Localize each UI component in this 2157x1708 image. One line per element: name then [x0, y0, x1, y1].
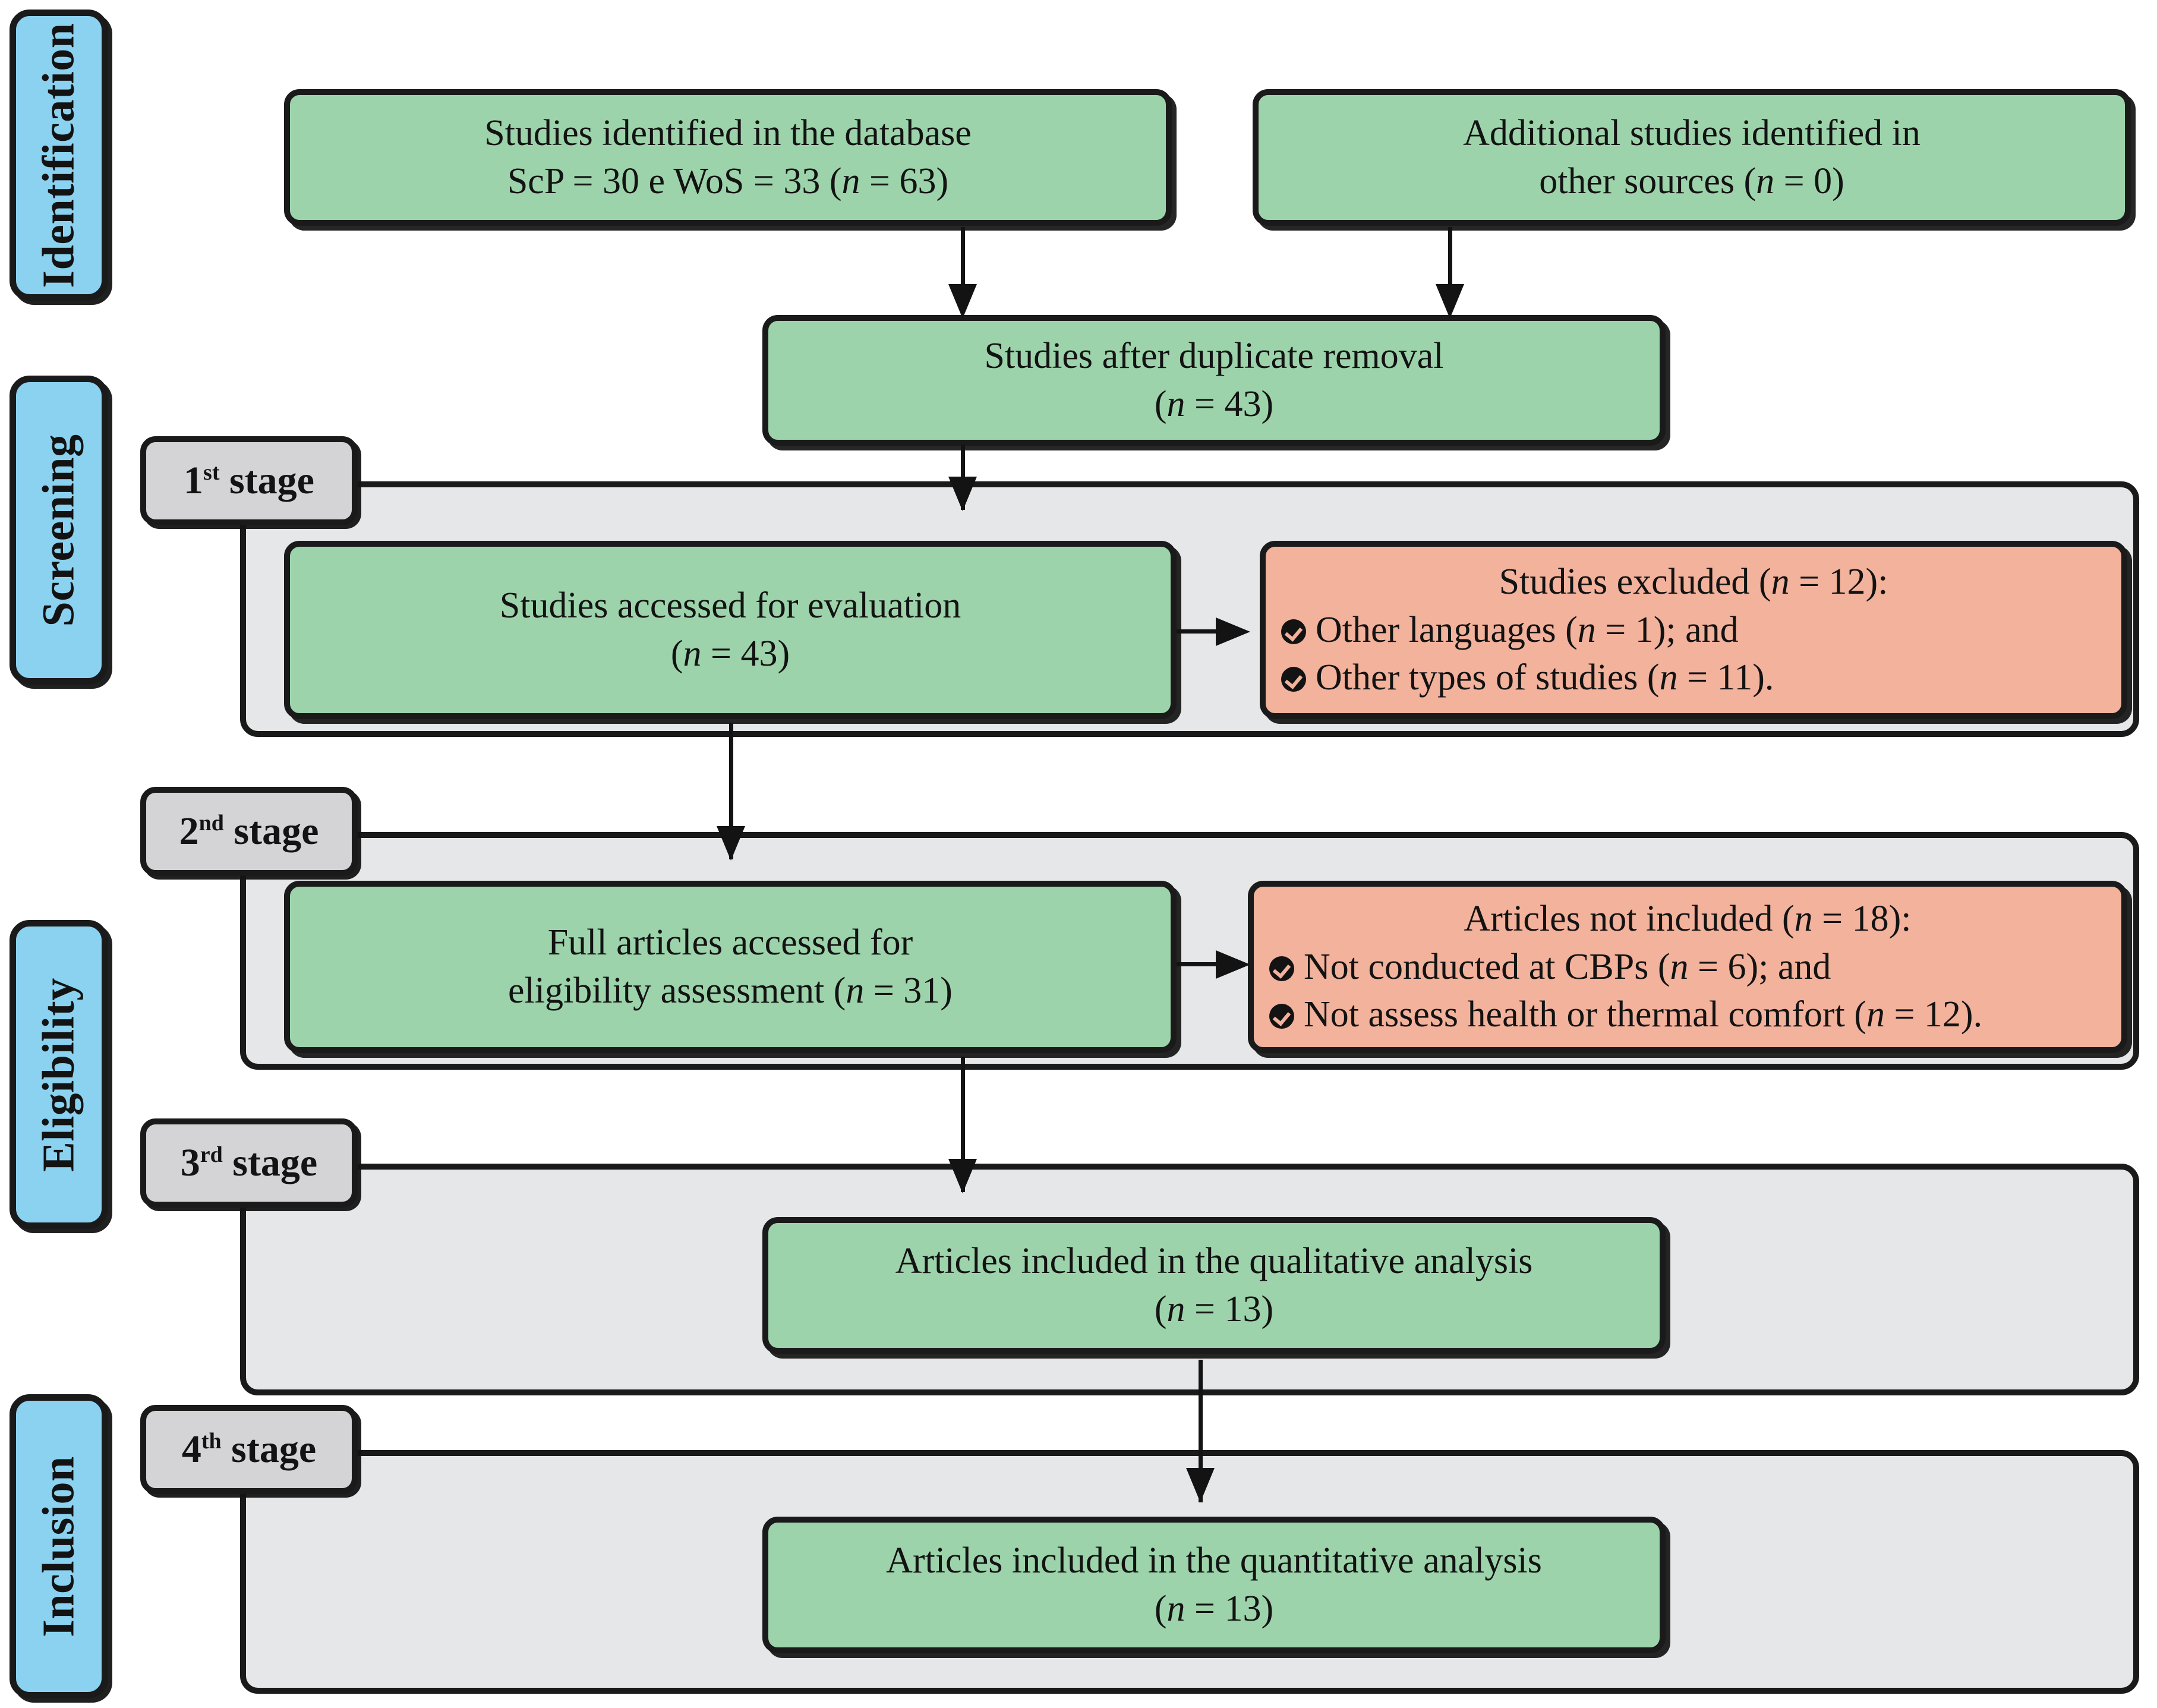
stage-pill-4-label: 4th stage	[181, 1427, 317, 1471]
connector-line-full-to-notincluded	[1177, 962, 1224, 966]
node-excluded-item-2: Other types of studies (n = 11).	[1281, 654, 2106, 702]
arrow-db-to-dedup	[948, 284, 977, 319]
phase-label-identification-text: Identification	[33, 22, 84, 288]
check-circle-icon	[1269, 956, 1294, 981]
phase-label-identification: Identification	[10, 10, 108, 301]
connector-line-eval-to-full	[729, 723, 733, 859]
connector-line-db-to-dedup	[961, 227, 965, 292]
node-qual-line-2: (n = 13)	[1154, 1289, 1274, 1329]
node-dedup-line-1: Studies after duplicate removal	[984, 336, 1444, 377]
stage-pill-3-label: 3rd stage	[180, 1141, 318, 1184]
connector-line-eval-to-excluded	[1177, 629, 1224, 634]
phase-label-screening: Screening	[10, 376, 108, 685]
arrow-eval-to-excluded	[1216, 617, 1250, 646]
phase-label-screening-text: Screening	[33, 434, 84, 626]
arrow-dedup-to-eval	[948, 477, 977, 511]
phase-label-eligibility-text: Eligibility	[33, 977, 84, 1172]
stage-pill-1[interactable]: 1st stage	[140, 436, 358, 525]
node-quant-line-1: Articles included in the quantitative an…	[886, 1540, 1542, 1581]
stage-pill-3[interactable]: 3rd stage	[140, 1118, 358, 1208]
node-studies-accessed-evaluation: Studies accessed for evaluation (n = 43)	[284, 541, 1177, 719]
arrow-full-to-qual	[948, 1159, 977, 1193]
node-eval-line-1: Studies accessed for evaluation	[499, 585, 961, 626]
node-db-line-2: ScP = 30 e WoS = 33 (n = 63)	[507, 161, 949, 201]
stage-pill-2-label: 2nd stage	[179, 809, 319, 853]
arrow-full-to-notincluded	[1216, 950, 1250, 979]
phase-label-eligibility: Eligibility	[10, 920, 108, 1229]
stage-pill-1-label: 1st stage	[184, 459, 314, 502]
connector-line-other-to-dedup	[1448, 227, 1452, 292]
check-circle-icon	[1281, 667, 1306, 692]
phase-label-inclusion-text: Inclusion	[33, 1455, 84, 1637]
node-studies-excluded: Studies excluded (n = 12): Other languag…	[1260, 541, 2127, 719]
node-notincluded-item-1: Not conducted at CBPs (n = 6); and	[1269, 943, 2106, 991]
node-full-line-2: eligibility assessment (n = 31)	[508, 970, 953, 1011]
stage-pill-2[interactable]: 2nd stage	[140, 787, 358, 876]
check-circle-icon	[1281, 619, 1306, 644]
node-dedup-line-2: (n = 43)	[1154, 384, 1274, 424]
node-articles-not-included: Articles not included (n = 18): Not cond…	[1248, 881, 2127, 1053]
node-studies-identified-database: Studies identified in the database ScP =…	[284, 89, 1172, 226]
arrow-other-to-dedup	[1436, 284, 1464, 319]
node-db-line-1: Studies identified in the database	[484, 113, 972, 154]
arrow-eval-to-full	[717, 826, 745, 861]
node-other-line-1: Additional studies identified in	[1463, 113, 1921, 154]
node-additional-studies-other-sources: Additional studies identified in other s…	[1253, 89, 2131, 226]
node-eval-line-2: (n = 43)	[670, 634, 790, 674]
node-articles-qualitative-analysis: Articles included in the qualitative ana…	[762, 1217, 1666, 1354]
node-quant-line-2: (n = 13)	[1154, 1589, 1274, 1629]
stage-pill-4[interactable]: 4th stage	[140, 1405, 358, 1494]
node-full-line-1: Full articles accessed for	[547, 922, 913, 963]
check-circle-icon	[1269, 1004, 1294, 1029]
node-studies-after-duplicate-removal: Studies after duplicate removal (n = 43)	[762, 315, 1666, 446]
connector-line-qual-to-quant	[1199, 1360, 1203, 1502]
arrow-qual-to-quant	[1186, 1468, 1215, 1502]
node-notincluded-item-2: Not assess health or thermal comfort (n …	[1269, 991, 2106, 1039]
phase-label-inclusion: Inclusion	[10, 1394, 108, 1698]
node-full-articles-eligibility: Full articles accessed for eligibility a…	[284, 881, 1177, 1053]
node-excluded-item-1: Other languages (n = 1); and	[1281, 606, 2106, 654]
node-other-line-2: other sources (n = 0)	[1539, 161, 1844, 201]
node-notincluded-header: Articles not included (n = 18):	[1464, 899, 1912, 940]
node-articles-quantitative-analysis: Articles included in the quantitative an…	[762, 1517, 1666, 1653]
node-qual-line-1: Articles included in the qualitative ana…	[895, 1241, 1533, 1282]
connector-line-full-to-qual	[961, 1057, 965, 1192]
node-excluded-header: Studies excluded (n = 12):	[1499, 562, 1888, 603]
